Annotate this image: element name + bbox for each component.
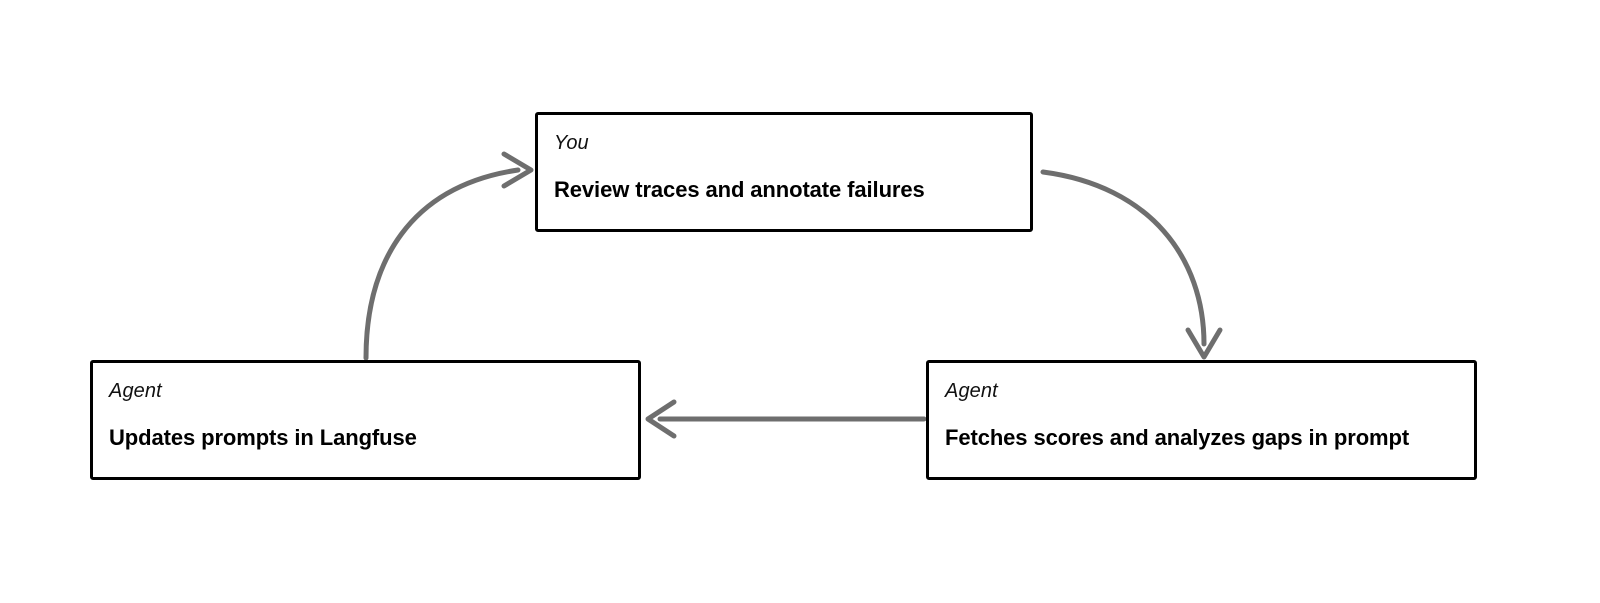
node-title-label: Fetches scores and analyzes gaps in prom… <box>945 425 1410 450</box>
edge-update-to-you-line <box>363 167 521 361</box>
node-agent-update[interactable]: Agent Updates prompts in Langfuse <box>90 360 641 480</box>
node-role-label: Agent <box>109 380 162 402</box>
edge-update-to-you-arrowhead <box>501 151 534 189</box>
edge-fetch-to-update <box>645 399 927 439</box>
node-you-review[interactable]: You Review traces and annotate failures <box>535 112 1033 232</box>
edge-you-to-fetch-line <box>1040 169 1207 347</box>
node-title-label: Review traces and annotate failures <box>554 177 925 202</box>
node-title-label: Updates prompts in Langfuse <box>109 425 417 450</box>
node-role-label: Agent <box>945 380 998 402</box>
edge-you-to-fetch <box>1040 169 1223 360</box>
edge-update-to-you <box>363 151 534 361</box>
edge-fetch-to-update-arrowhead <box>645 399 677 439</box>
edge-you-to-fetch-arrowhead <box>1185 327 1223 360</box>
node-role-label: You <box>554 132 589 154</box>
node-agent-fetch[interactable]: Agent Fetches scores and analyzes gaps i… <box>926 360 1477 480</box>
